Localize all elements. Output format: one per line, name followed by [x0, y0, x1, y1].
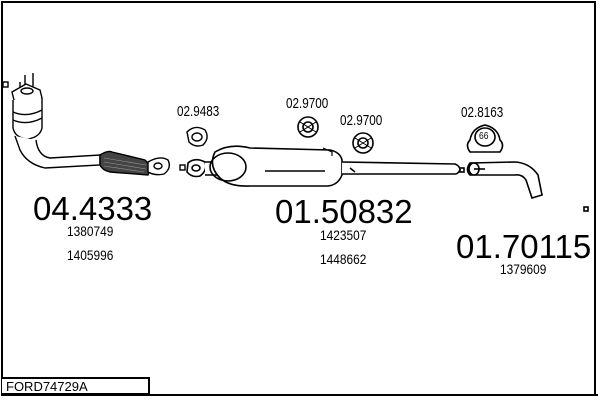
oe-number: 1405996	[67, 247, 114, 263]
oe-number: 1448662	[320, 251, 367, 267]
part-number: 01.70115	[456, 228, 592, 265]
clamp-size-label: 66	[479, 131, 489, 142]
diagram-frame	[1, 1, 596, 394]
accessory-part-number: 02.9700	[286, 95, 329, 112]
pipe-clamp-icon[interactable]	[466, 124, 504, 153]
rubber-hanger-icon[interactable]	[352, 132, 374, 154]
accessory-part-number: 02.8163	[461, 104, 504, 121]
diagram-frame-bottom	[1, 394, 598, 396]
vehicle-code-label: FORD74729A	[1, 377, 150, 394]
accessory-part-number: 02.9700	[340, 112, 383, 129]
gasket-icon[interactable]	[186, 126, 208, 147]
accessory-part-number: 02.9483	[177, 103, 220, 120]
oe-number: 1379609	[500, 261, 547, 277]
oe-number: 1380749	[67, 223, 114, 239]
tail-pipe-icon[interactable]	[459, 161, 589, 212]
rubber-hanger-icon[interactable]	[297, 116, 319, 138]
part-number: 04.4333	[33, 190, 153, 227]
oe-number: 1423507	[320, 227, 367, 243]
middle-silencer-icon[interactable]	[186, 145, 461, 187]
part-number: 01.50832	[275, 193, 413, 230]
catalytic-converter-icon[interactable]	[2, 73, 186, 176]
